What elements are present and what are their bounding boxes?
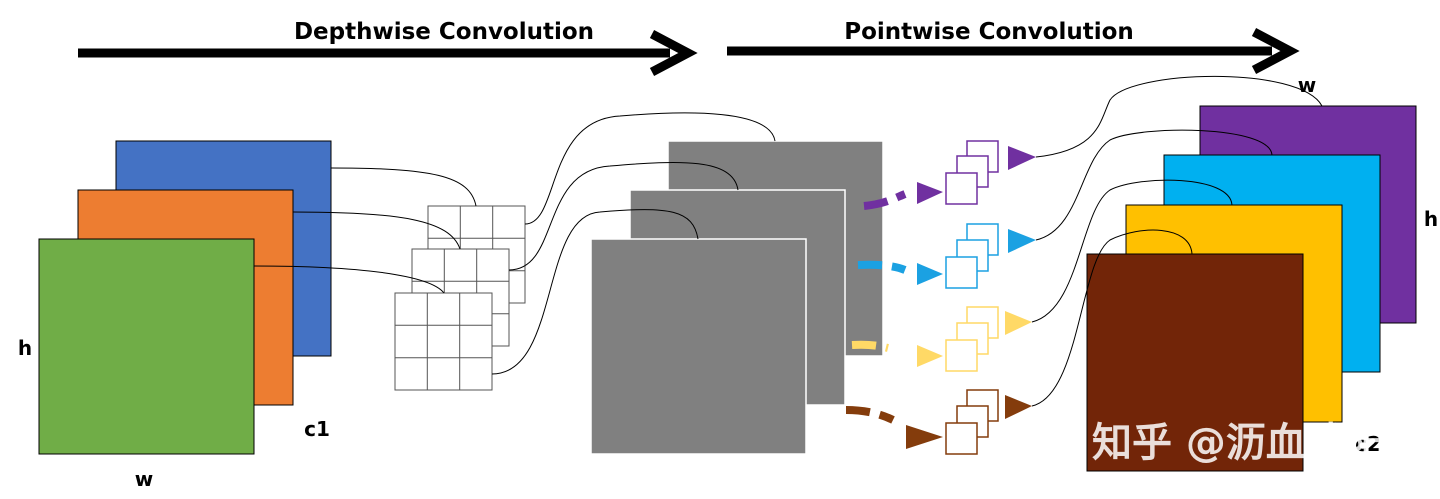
pointwise-header: Pointwise Convolution: [844, 19, 1134, 45]
watermark: 知乎 @沥血残阳: [1092, 420, 1386, 466]
flow-arrow-purple: [863, 182, 943, 210]
depthwise-kernels: [394, 205, 526, 391]
kernel-output-connectors: [491, 112, 776, 375]
depthwise-header: Depthwise Convolution: [294, 19, 594, 45]
pointwise-kernel-brown: [945, 389, 1032, 455]
flow-arrow-brown: [845, 406, 943, 449]
pointwise-kernel-yellow: [945, 306, 1032, 372]
flow-arrow-blue: [857, 260, 943, 285]
input-channel-green: [38, 238, 255, 455]
pointwise-kernel-purple: [945, 140, 1036, 205]
input-height-label: h: [18, 336, 32, 360]
pointwise-output-connectors: [1031, 75, 1323, 407]
output-channels-label: c2: [1355, 432, 1381, 456]
pointwise-flow-arrows: [845, 182, 943, 449]
input-channels-label: c1: [304, 417, 330, 441]
flow-arrow-yellow: [851, 340, 943, 367]
pointwise-kernels: [945, 140, 1036, 455]
pointwise-arrow: [727, 28, 1300, 74]
depthwise-output-maps: [590, 140, 884, 455]
input-width-label: w: [135, 467, 153, 491]
output-height-label: h: [1424, 207, 1438, 231]
depthwise-arrow: [78, 30, 698, 76]
depthwise-output-3: [590, 238, 807, 455]
output-channel-brown: [1086, 253, 1304, 472]
output-feature-maps: [1086, 105, 1417, 472]
pointwise-kernel-blue: [945, 223, 1036, 289]
input-feature-maps: [38, 140, 332, 455]
output-width-label: w: [1298, 73, 1316, 97]
input-kernel-connectors: [253, 167, 477, 294]
depthwise-kernel-3: [394, 292, 493, 391]
